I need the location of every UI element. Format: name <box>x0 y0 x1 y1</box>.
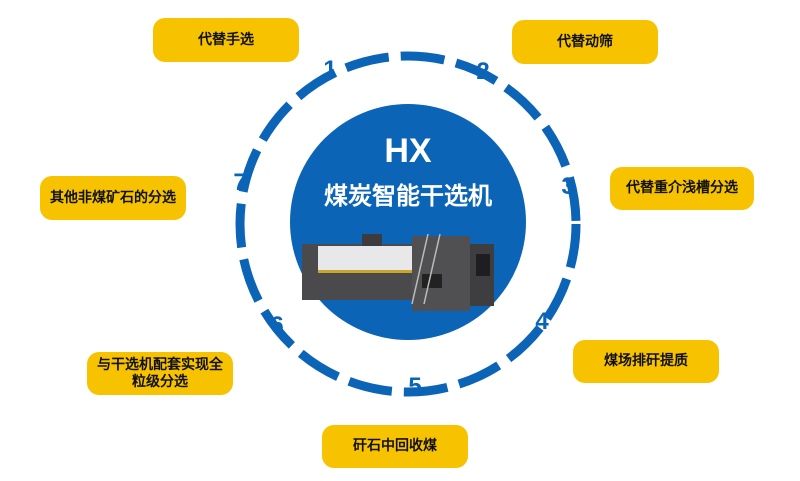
step-label-5: 矸石中回收煤 <box>322 425 468 468</box>
brand-title: HX <box>384 132 432 170</box>
step-label-2: 代替动筛 <box>512 20 658 64</box>
step-number-1: 1 <box>323 56 337 83</box>
step-number-4: 4 <box>535 308 549 335</box>
step-label-1: 代替手选 <box>153 18 299 62</box>
step-label-6: 与干选机配套实现全粒级分选 <box>87 352 233 395</box>
center-circle: HX 煤炭智能干选机 <box>290 104 526 340</box>
step-label-4: 煤场排矸提质 <box>573 340 719 383</box>
product-title: 煤炭智能干选机 <box>324 182 492 210</box>
step-number-3: 3 <box>561 173 575 200</box>
step-number-6: 6 <box>270 312 284 339</box>
step-number-2: 2 <box>476 58 490 85</box>
dry-separator-machine-image <box>302 233 494 311</box>
step-label-3: 代替重介浅槽分选 <box>610 167 754 210</box>
step-number-5: 5 <box>408 373 422 400</box>
step-number-7: 7 <box>233 169 247 196</box>
step-label-7: 其他非煤矿石的分选 <box>40 176 186 220</box>
